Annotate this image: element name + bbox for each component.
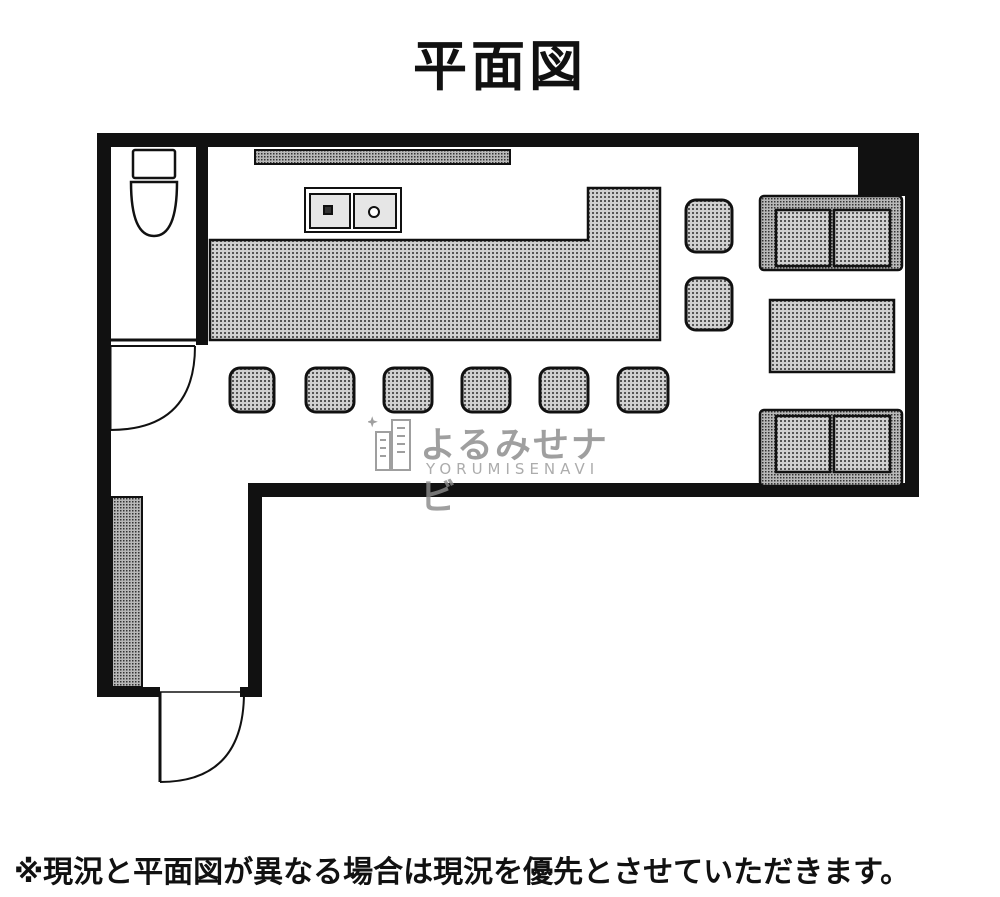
entrance-door-icon [158,691,245,783]
watermark-romaji: YORUMISENAVI [426,460,600,478]
sink-icon [304,187,402,233]
wall-shelf [254,149,511,165]
stool [684,276,734,332]
door-swing-icon [108,345,196,431]
stool [382,366,434,414]
exterior-walls [97,133,919,690]
stool [684,198,734,254]
sparkle-icon [368,416,378,428]
corridor-shelf [111,496,143,688]
table [768,298,896,374]
building-icon [368,416,411,471]
toilet-icon [129,148,179,238]
stool [538,366,590,414]
bar-counter [208,186,662,342]
stool [616,366,670,414]
watermark: よるみせナビ YORUMISENAVI [368,414,636,518]
sofa-upper [758,194,904,272]
stool [460,366,512,414]
stool [304,366,356,414]
page-title: 平面図 [413,35,587,98]
watermark-brand: よるみせナビ [420,425,609,518]
stool [228,366,276,414]
corner-pillar [858,146,906,196]
counter-stools [228,198,734,414]
sofa-lower [758,408,904,488]
disclaimer-note: ※現況と平面図が異なる場合は現況を優先とさせていただきます。 [14,855,911,890]
